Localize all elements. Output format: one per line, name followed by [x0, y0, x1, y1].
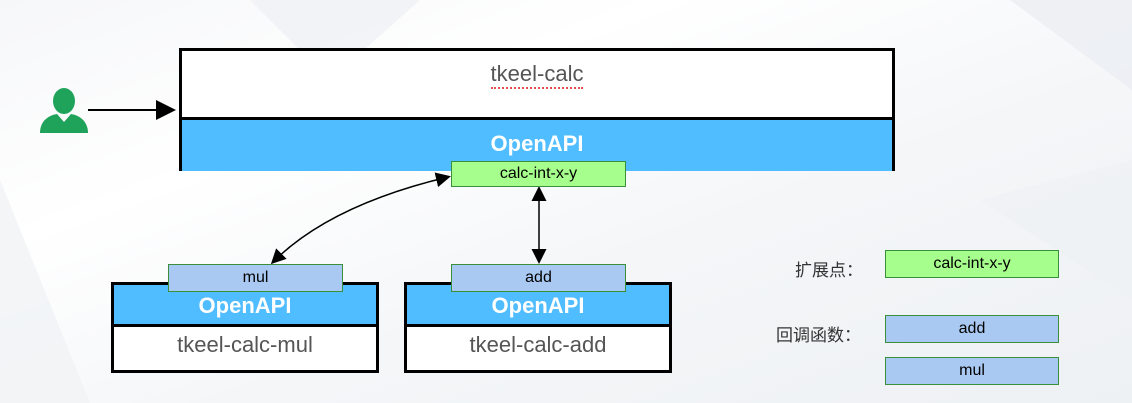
- user-icon: [40, 88, 88, 133]
- mul-callback-arrow: [270, 172, 451, 265]
- mul-callback-tag: mul: [168, 264, 343, 292]
- legend-extension-tag: calc-int-x-y: [885, 250, 1059, 278]
- add-openapi: OpenAPI: [407, 285, 669, 327]
- legend-callback-label: 回调函数：: [776, 326, 861, 345]
- tkeel-calc-mul-box: OpenAPI tkeel-calc-mul: [111, 282, 379, 373]
- tkeel-calc-add-box: OpenAPI tkeel-calc-add: [404, 282, 672, 373]
- legend-callback-add: add: [885, 315, 1059, 343]
- add-callback-tag: add: [451, 264, 626, 292]
- legend-callback-mul: mul: [885, 357, 1059, 385]
- tkeel-calc-box: tkeel-calc OpenAPI: [179, 48, 895, 171]
- extension-point-tag: calc-int-x-y: [451, 161, 626, 187]
- mul-openapi: OpenAPI: [114, 285, 376, 327]
- tkeel-calc-mul-label: tkeel-calc-mul: [177, 332, 313, 357]
- legend-extension-label: 扩展点：: [795, 261, 863, 280]
- tkeel-calc-add-label: tkeel-calc-add: [469, 332, 607, 357]
- tkeel-calc-title: tkeel-calc: [182, 61, 892, 89]
